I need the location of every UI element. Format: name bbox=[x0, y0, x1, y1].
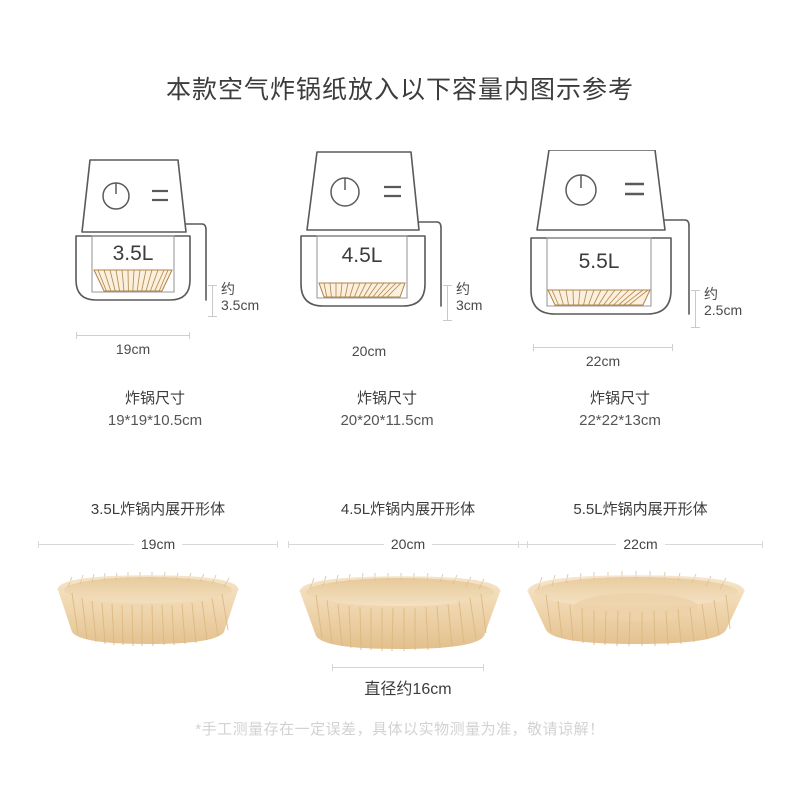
measure-segment-left bbox=[38, 540, 134, 548]
caption-dims: 19*19*10.5cm bbox=[107, 412, 203, 429]
bowl-cell-4-5l: 4.5L炸锅内展开形体 20cm bbox=[288, 500, 529, 699]
paper-liner-bowl-3-5l bbox=[57, 571, 239, 647]
bowl-width-measure: 22cm bbox=[518, 536, 764, 552]
height-measure-5-5l: 约 2.5cm bbox=[691, 286, 742, 328]
measure-segment-right bbox=[432, 540, 529, 548]
bowl-row: 3.5L炸锅内展开形体 19cm bbox=[0, 500, 800, 700]
caption-dims: 22*22*13cm bbox=[579, 412, 661, 429]
width-measure-3-5l: 19cm bbox=[76, 332, 190, 357]
width-measure-label: 20cm bbox=[351, 343, 387, 359]
footer-disclaimer: *手工测量存在一定误差，具体以实物测量为准，敬请谅解！ bbox=[195, 721, 605, 738]
measure-bar bbox=[443, 285, 452, 321]
width-measure-label: 19cm bbox=[115, 341, 151, 357]
bowl-title: 3.5L炸锅内展开形体 bbox=[90, 501, 226, 518]
measure-segment-right bbox=[664, 540, 764, 548]
paper-liner-3-5l bbox=[93, 269, 173, 292]
air-fryer-icon-4-5l: 4.5L bbox=[300, 151, 442, 307]
bowl-width-label: 19cm bbox=[140, 536, 176, 552]
height-measure-text: 约 3.5cm bbox=[221, 281, 260, 313]
height-measure-text: 约 2.5cm bbox=[704, 286, 743, 318]
capacity-label-3-5l: 3.5L bbox=[113, 242, 154, 265]
air-fryer-icon-5-5l: 5.5L bbox=[530, 150, 690, 315]
bowl-width-label: 22cm bbox=[623, 536, 658, 552]
bowl-width-label: 20cm bbox=[390, 536, 426, 552]
measure-bar bbox=[208, 285, 217, 317]
diameter-label: 直径约16cm bbox=[364, 681, 452, 698]
width-measure-5-5l: 22cm bbox=[533, 344, 673, 369]
measure-segment-right bbox=[182, 540, 279, 548]
fryer-caption-5-5l: 炸锅尺寸 22*22*13cm bbox=[520, 388, 720, 432]
width-measure-4-5l: 20cm bbox=[307, 334, 431, 359]
height-measure-3-5l: 约 3.5cm bbox=[208, 281, 259, 317]
measure-bar bbox=[691, 290, 700, 328]
bowl-width-measure: 19cm bbox=[38, 536, 279, 552]
fryer-diagram-row: 3.5L 约 3.5cm 19cm bbox=[0, 150, 800, 380]
diameter-measure: 直径约16cm bbox=[288, 664, 528, 699]
paper-liner-bowl-5-5l bbox=[527, 571, 745, 647]
width-measure-label: 22cm bbox=[585, 353, 621, 369]
paper-liner-bowl-4-5l bbox=[299, 572, 501, 652]
fryer-caption-row: 炸锅尺寸 19*19*10.5cm 炸锅尺寸 20*20*11.5cm 炸锅尺寸… bbox=[0, 388, 800, 448]
measure-segment-left bbox=[518, 540, 617, 548]
bowl-title: 5.5L炸锅内展开形体 bbox=[573, 501, 708, 518]
height-measure-4-5l: 约 3cm bbox=[443, 281, 482, 321]
bowl-width-measure: 20cm bbox=[288, 536, 529, 552]
fryer-cell-5-5l: 5.5L 约 2.5cm 22cm bbox=[515, 150, 765, 380]
fryer-caption-4-5l: 炸锅尺寸 20*20*11.5cm bbox=[287, 388, 487, 432]
caption-dims: 20*20*11.5cm bbox=[340, 412, 434, 429]
paper-liner-4-5l bbox=[318, 282, 406, 298]
paper-liner-5-5l bbox=[547, 289, 651, 306]
bowl-title: 4.5L炸锅内展开形体 bbox=[340, 501, 476, 518]
page-title: 本款空气炸锅纸放入以下容量内图示参考 bbox=[165, 76, 634, 104]
diameter-measure-bar bbox=[332, 664, 484, 671]
fryer-cell-3-5l: 3.5L 约 3.5cm 19cm bbox=[60, 150, 290, 380]
measure-segment-left bbox=[288, 540, 384, 548]
fryer-cell-4-5l: 4.5L 约 3cm 20cm bbox=[285, 150, 520, 380]
air-fryer-icon-3-5l: 3.5L bbox=[75, 159, 207, 301]
caption-title: 炸锅尺寸 bbox=[356, 390, 417, 407]
capacity-label-5-5l: 5.5L bbox=[579, 250, 620, 273]
fryer-caption-3-5l: 炸锅尺寸 19*19*10.5cm bbox=[55, 388, 255, 432]
caption-title: 炸锅尺寸 bbox=[589, 390, 650, 407]
capacity-label-4-5l: 4.5L bbox=[342, 244, 383, 267]
bowl-cell-3-5l: 3.5L炸锅内展开形体 19cm bbox=[38, 500, 279, 655]
caption-title: 炸锅尺寸 bbox=[124, 390, 185, 407]
bowl-cell-5-5l: 5.5L炸锅内展开形体 22cm bbox=[518, 500, 764, 655]
height-measure-text: 约 3cm bbox=[456, 281, 483, 313]
